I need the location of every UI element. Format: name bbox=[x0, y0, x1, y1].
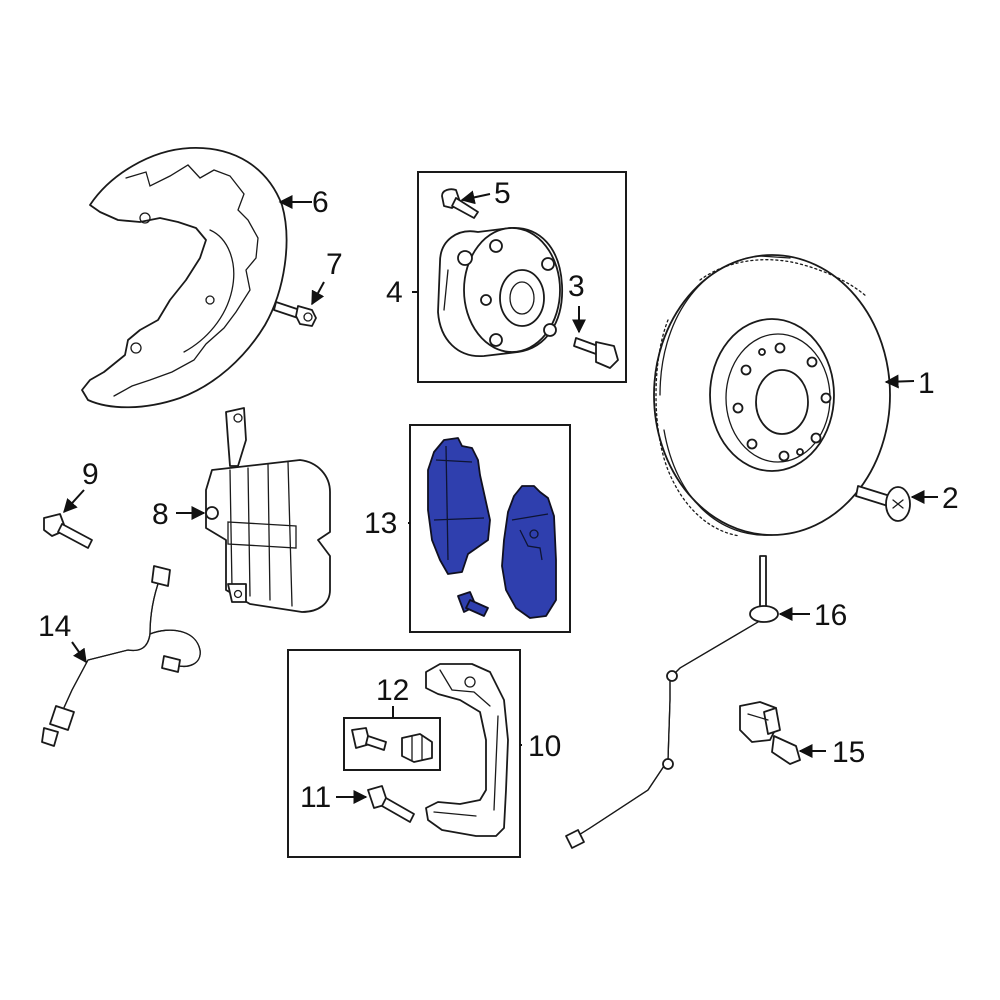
pad-bolt bbox=[457, 591, 489, 617]
hub-bolt-5 bbox=[441, 188, 479, 219]
hub-assembly-box bbox=[417, 171, 627, 383]
caliper-bracket-box bbox=[287, 649, 521, 858]
inner-brake-pad bbox=[427, 437, 491, 575]
caliper-bolt-9 bbox=[43, 513, 93, 549]
guide-pin-boot bbox=[401, 733, 433, 763]
callout-8: 8 bbox=[152, 498, 169, 531]
callout-5: 5 bbox=[494, 177, 511, 210]
splash-shield bbox=[81, 147, 288, 409]
callout-15: 15 bbox=[832, 736, 865, 769]
callout-labels: 1 2 3 4 5 6 7 8 9 10 11 12 13 14 15 16 bbox=[38, 177, 959, 814]
guide-pin-bolt bbox=[351, 727, 387, 751]
brake-caliper bbox=[205, 407, 331, 613]
callout-3: 3 bbox=[568, 270, 585, 303]
callout-10: 10 bbox=[528, 730, 561, 763]
wheel-hub-bearing bbox=[437, 227, 563, 357]
leader-lines bbox=[63, 190, 938, 804]
abs-sensor-harness bbox=[565, 555, 779, 849]
rotor-vent-edge-top bbox=[699, 259, 867, 297]
callout-16: 16 bbox=[814, 599, 847, 632]
caliper-support bbox=[425, 663, 509, 837]
shield-bolt bbox=[273, 301, 317, 327]
callout-2: 2 bbox=[942, 482, 959, 515]
outer-brake-pad bbox=[501, 485, 557, 619]
callout-4: 4 bbox=[386, 276, 403, 309]
bracket-bolt bbox=[367, 785, 415, 823]
abs-sensor bbox=[739, 701, 801, 765]
callout-6: 6 bbox=[312, 186, 329, 219]
callout-12: 12 bbox=[376, 674, 409, 707]
callout-1: 1 bbox=[918, 367, 935, 400]
rotor-screw bbox=[855, 485, 911, 522]
callout-9: 9 bbox=[82, 458, 99, 491]
callout-7: 7 bbox=[326, 248, 343, 281]
brake-rotor bbox=[653, 254, 891, 536]
callout-11: 11 bbox=[300, 781, 331, 814]
rotor-vent-edge bbox=[655, 319, 741, 537]
brake-pad-box bbox=[409, 424, 571, 633]
callout-13: 13 bbox=[364, 507, 397, 540]
callout-14: 14 bbox=[38, 610, 71, 643]
brake-hose bbox=[41, 565, 201, 747]
hub-bolt-3 bbox=[573, 337, 619, 369]
